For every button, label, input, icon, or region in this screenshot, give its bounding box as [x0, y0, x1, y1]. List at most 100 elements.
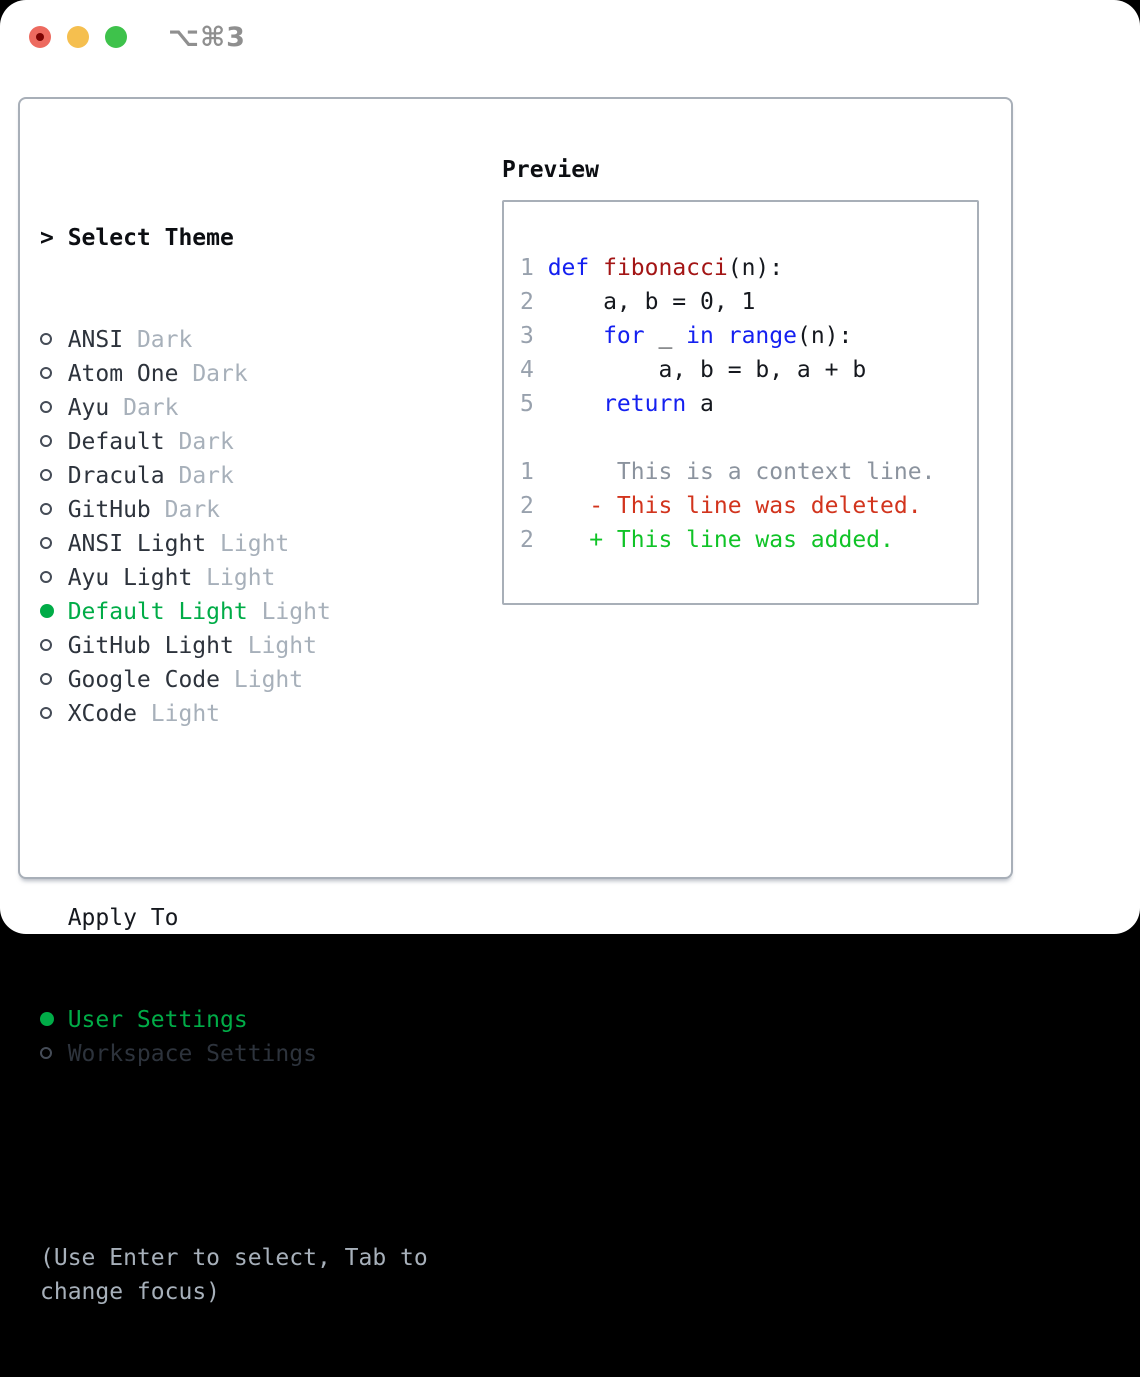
code-segment [714, 323, 728, 349]
theme-variant-label: Dark [164, 497, 221, 523]
line-number: 2 [520, 493, 534, 519]
line-number: 2 [520, 527, 534, 553]
circle-icon [40, 434, 52, 447]
circle-icon [40, 502, 52, 515]
code-line: 5 return a [520, 387, 977, 421]
line-number: 3 [520, 323, 534, 349]
spacer [40, 799, 428, 833]
option-label: User Settings [67, 1007, 248, 1033]
option-label: Google Code [67, 667, 221, 693]
code-segment: range [727, 323, 797, 349]
apply-option[interactable]: Workspace Settings [40, 1037, 428, 1071]
line-number: 1 [520, 255, 534, 281]
spacer [40, 1139, 428, 1173]
radio-icon [40, 459, 68, 493]
radio-icon [40, 391, 68, 425]
radio-selected-icon [40, 1003, 68, 1037]
theme-variant-label: Light [233, 667, 304, 693]
code-segment: _ [644, 323, 687, 349]
radio-icon [40, 425, 68, 459]
line-number: 1 [520, 459, 534, 485]
preview-title: Preview [502, 157, 599, 183]
radio-selected-icon [40, 595, 68, 629]
code-line [520, 421, 977, 455]
filled-circle-icon [40, 603, 54, 618]
circle-icon [40, 570, 52, 583]
minimize-button[interactable] [67, 26, 89, 48]
option-label: Ayu [67, 395, 110, 421]
option-label: Default [67, 429, 165, 455]
theme-option[interactable]: ANSI Dark [40, 323, 428, 357]
code-line: 2 + This line was added. [520, 523, 977, 557]
theme-option[interactable]: ANSI Light Light [40, 527, 428, 561]
code-segment: - This line was deleted. [547, 493, 922, 519]
circle-icon [40, 468, 52, 481]
theme-variant-label: Light [150, 701, 221, 727]
theme-option[interactable]: Default Dark [40, 425, 428, 459]
option-label: GitHub Light [67, 633, 234, 659]
theme-option[interactable]: XCode Light [40, 697, 428, 731]
code-segment: in [686, 323, 714, 349]
theme-option[interactable]: Atom One Dark [40, 357, 428, 391]
option-label: Atom One [67, 361, 179, 387]
code-segment: a [686, 391, 714, 417]
radio-icon [40, 561, 68, 595]
theme-option[interactable]: Dracula Dark [40, 459, 428, 493]
circle-icon [40, 638, 52, 651]
line-number: 2 [520, 289, 534, 315]
theme-option[interactable]: Google Code Light [40, 663, 428, 697]
radio-icon [40, 629, 68, 663]
code-segment: + This line was added. [547, 527, 894, 553]
circle-icon [40, 366, 52, 379]
circle-icon [40, 1046, 52, 1059]
code-segment [548, 391, 603, 417]
apply-section-title: Apply To [67, 905, 179, 931]
theme-option[interactable]: Ayu Dark [40, 391, 428, 425]
code-line: 3 for _ in range(n): [520, 319, 977, 353]
option-label: Workspace Settings [67, 1041, 317, 1067]
radio-icon [40, 527, 68, 561]
code-segment: fibonacci [603, 255, 728, 281]
radio-icon [40, 357, 68, 391]
circle-icon [40, 672, 52, 685]
close-dot-icon [36, 33, 44, 41]
circle-icon [40, 400, 52, 413]
theme-variant-label: Dark [178, 429, 234, 455]
code-segment [589, 255, 603, 281]
theme-variant-label: Dark [136, 327, 193, 353]
code-segment: (n): [796, 323, 853, 349]
theme-option[interactable]: GitHub Dark [40, 493, 428, 527]
code-line: 1 This is a context line. [520, 455, 977, 489]
line-number: 5 [520, 391, 534, 417]
code-segment [548, 323, 603, 349]
code-line: 2 - This line was deleted. [520, 489, 977, 523]
theme-section-title: Select Theme [67, 225, 234, 251]
apply-option[interactable]: User Settings [40, 1003, 428, 1037]
circle-icon [40, 706, 52, 719]
zoom-button[interactable] [105, 26, 127, 48]
code-segment: (n): [727, 255, 784, 281]
hint-line: (Use Enter to select, Tab to [40, 1245, 428, 1271]
theme-option[interactable]: Ayu Light Light [40, 561, 428, 595]
theme-variant-label: Light [220, 531, 290, 557]
close-button[interactable] [29, 26, 51, 48]
option-label: ANSI [67, 327, 124, 353]
code-line: 2 a, b = 0, 1 [520, 285, 977, 319]
theme-variant-label: Light [247, 633, 317, 659]
code-segment: for [603, 323, 645, 349]
prompt-icon: > [40, 225, 54, 251]
code-segment: return [603, 391, 687, 417]
option-label: Ayu Light [67, 565, 193, 591]
theme-variant-label: Light [206, 565, 276, 591]
theme-option[interactable]: GitHub Light Light [40, 629, 428, 663]
radio-icon [40, 323, 68, 357]
window-shortcut-label: ⌥⌘3 [168, 22, 246, 53]
theme-variant-label: Dark [192, 361, 248, 387]
theme-option[interactable]: Default Light Light [40, 595, 428, 629]
